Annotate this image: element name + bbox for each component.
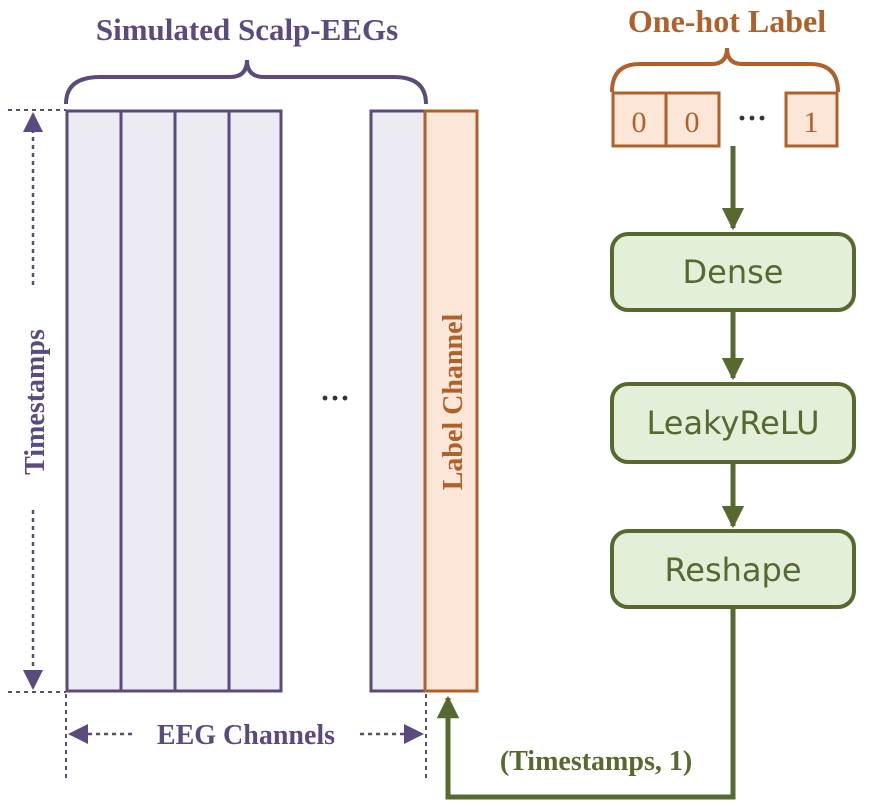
- eeg-channels-dimension: [65, 694, 427, 780]
- onehot-cell-value: 0: [632, 106, 647, 139]
- label-channel-text: Label Channel: [438, 313, 469, 490]
- onehot-cell-value: 1: [804, 106, 819, 139]
- onehot-brace: [610, 47, 840, 93]
- reshape-to-label-channel-arrow: [436, 607, 736, 800]
- eeg-channel-bar: [227, 109, 283, 693]
- channels-brace: [64, 59, 428, 105]
- timestamps-label: Timestamps: [20, 329, 51, 475]
- leakyrelu-block: [610, 382, 856, 464]
- label-channel-bar: [423, 109, 479, 693]
- timestamps-dimension: [8, 109, 66, 693]
- output-shape-label: (Timestamps, 1): [500, 746, 692, 777]
- dense-label: Dense: [683, 253, 784, 291]
- eeg-channel-bar: [65, 109, 123, 693]
- reshape-label: Reshape: [664, 551, 801, 589]
- onehot-cell-value: 0: [685, 106, 700, 139]
- reshape-block: [610, 529, 856, 609]
- onehot-vector: [611, 91, 839, 148]
- eeg-channels-label: EEG Channels: [157, 720, 335, 751]
- dense-block: [610, 232, 856, 312]
- onehot-cell: [611, 91, 668, 148]
- eeg-channel-bar: [119, 109, 177, 693]
- onehot-ellipsis: ···: [737, 102, 767, 135]
- leakyrelu-label: LeakyReLU: [646, 404, 819, 442]
- onehot-title: One-hot Label: [628, 3, 826, 39]
- onehot-cell: [664, 91, 721, 148]
- channels-ellipsis: ···: [320, 382, 350, 415]
- onehot-cell: [784, 91, 839, 148]
- eeg-channel-bar: [173, 109, 231, 693]
- eeg-title: Simulated Scalp-EEGs: [96, 12, 398, 47]
- eeg-channel-bar: [369, 109, 427, 693]
- eeg-channel-bars: [65, 109, 427, 693]
